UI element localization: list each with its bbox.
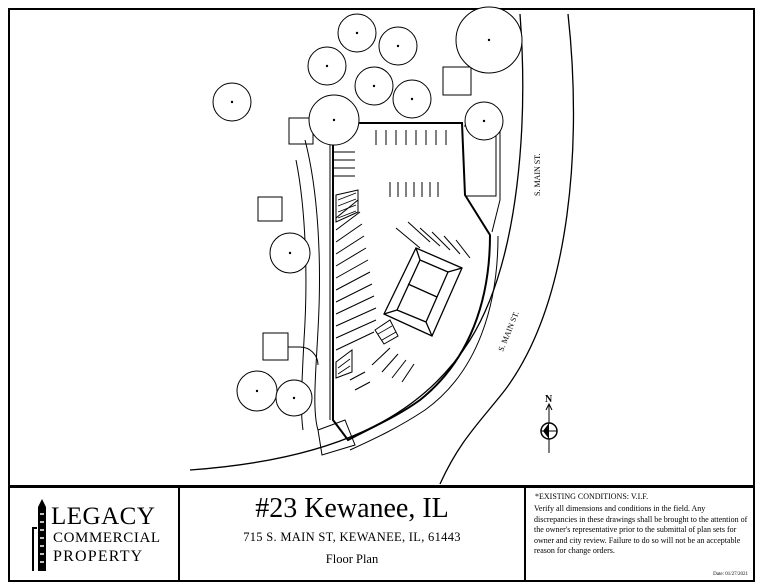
parking-stripe (401, 363, 415, 383)
north-arrow: N (540, 394, 558, 453)
island (374, 319, 399, 345)
island-hatch (337, 192, 357, 219)
roof-ridge (407, 283, 438, 298)
parking-stripe (335, 211, 361, 231)
parking-stripe (443, 235, 461, 255)
north-arrow-head (545, 402, 553, 411)
title-block: LEGACY COMMERCIAL PROPERTY #23 Kewanee, … (9, 487, 754, 581)
tree-center (372, 84, 376, 88)
notes-body: Verify all dimensions and conditions in … (534, 504, 748, 556)
tree-center (292, 396, 296, 400)
parking-stripe (349, 371, 366, 381)
tree-center (482, 119, 486, 123)
tree-center (355, 31, 359, 35)
neighbor-box (442, 66, 472, 96)
tree-center (288, 251, 292, 255)
sheet-name: Floor Plan (325, 552, 379, 566)
parking-stripe (335, 331, 375, 351)
walkway-inner (304, 139, 320, 431)
parking-stripe (455, 239, 471, 259)
parking-stripe (335, 295, 375, 315)
island (335, 189, 359, 223)
island-hatch (337, 358, 351, 375)
title-block-border (8, 486, 755, 582)
sidewalk-line (349, 235, 499, 451)
logo-cell: LEGACY COMMERCIAL PROPERTY (9, 487, 179, 581)
neighbor-box (262, 332, 289, 361)
logo-wordmark-line1: LEGACY (51, 503, 156, 530)
island-hatch (377, 325, 397, 341)
project-info-cell: #23 Kewanee, IL 715 S. MAIN ST, KEWANEE,… (179, 487, 525, 581)
parking-stripe (335, 283, 373, 303)
tree-center (230, 100, 234, 104)
parking-stripe (371, 347, 391, 366)
roof-hip-line (447, 267, 463, 273)
parking-stripe (335, 307, 377, 327)
roof-hip-line (415, 247, 421, 261)
street-label-upper: S. MAIN ST. (533, 153, 542, 196)
building (383, 247, 463, 337)
parking-stripe (335, 259, 369, 279)
driveway-edge (491, 120, 501, 233)
logo-wordmark-line2: COMMERCIAL (53, 530, 161, 546)
tree-center (487, 38, 491, 42)
street-edges (189, 13, 575, 485)
parking-stripe (335, 223, 363, 243)
parking-stripe (431, 231, 451, 251)
notes-date: Date: 01/27/2021 (713, 572, 748, 577)
north-arrow-label: N (545, 394, 553, 405)
project-address: 715 S. MAIN ST, KEWANEE, IL, 61443 (243, 530, 461, 544)
building-logo-icon (32, 499, 46, 571)
parking-stripe (395, 227, 421, 249)
hatched-islands (335, 189, 399, 379)
street-edge-inner (189, 13, 524, 471)
parking-stripes (334, 130, 471, 391)
neighbor-walk (288, 346, 319, 366)
parking-stripe (381, 353, 399, 373)
tree-center (332, 118, 336, 122)
island (335, 349, 353, 379)
neighbor-box (257, 196, 283, 222)
parcel (317, 120, 501, 456)
parking-stripe (407, 221, 431, 243)
parking-stripe (419, 227, 441, 247)
notes-cell: *EXISTING CONDITIONS: V.I.F. Verify all … (525, 487, 754, 581)
parking-stripe (335, 319, 377, 339)
tree-center (255, 389, 259, 393)
parking-stripe (391, 359, 407, 379)
tree-center (396, 44, 400, 48)
parking-stripe (335, 271, 371, 291)
roof-hip-line (383, 309, 398, 315)
roof-hip-line (425, 321, 433, 337)
notes-heading: *EXISTING CONDITIONS: V.I.F. (535, 492, 649, 501)
tree-center (325, 64, 329, 68)
parking-stripe (335, 199, 359, 219)
street-edge-outer (439, 13, 575, 485)
parking-stripe (335, 235, 365, 255)
entrance-box (317, 419, 356, 456)
logo-wordmark-line3: PROPERTY (53, 548, 144, 565)
street-label-lower: S. MAIN ST. (497, 310, 521, 353)
project-title: #23 Kewanee, IL (255, 493, 449, 524)
tree-centers (230, 31, 491, 400)
tree-center (410, 97, 414, 101)
parking-stripe (335, 247, 367, 267)
parking-stripe (354, 381, 371, 391)
parcel-boundary (332, 122, 492, 442)
